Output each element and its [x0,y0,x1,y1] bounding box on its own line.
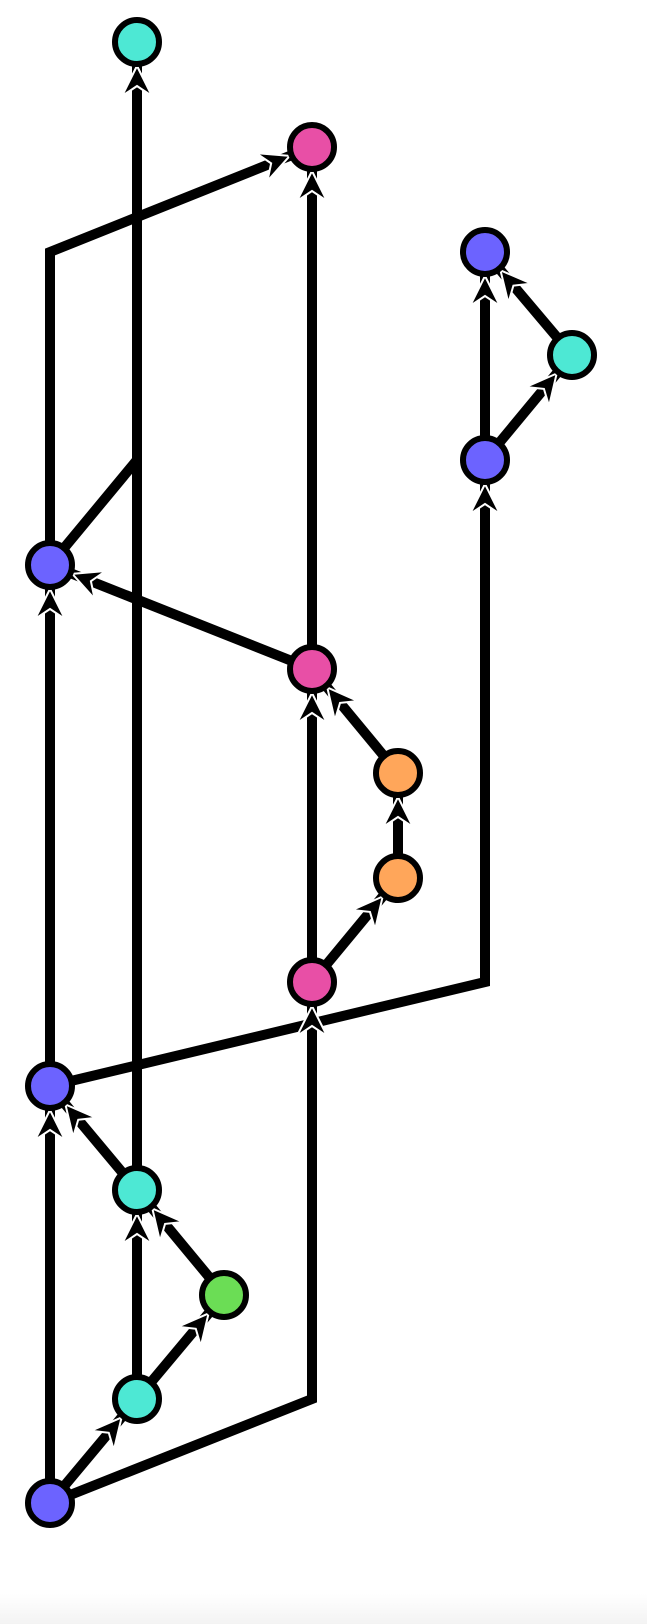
bottom-band [0,1594,647,1624]
nodes [25,17,597,1528]
edge-n11-n5 [48,460,490,1091]
node-teal-n12 [112,1165,162,1215]
edge-n6-n2 [45,142,314,565]
node-pink-n2 [287,122,337,172]
node-pink-n7 [287,644,337,694]
arrowhead-n7-n6 [70,569,110,603]
node-blue-n5 [460,435,510,485]
arrowhead-n12-n11 [63,1102,101,1141]
node-blue-n6 [25,540,75,590]
node-teal-n1 [112,17,162,67]
arrowhead-n7-n2 [294,168,330,204]
arrowhead-n9-n8 [380,794,416,830]
node-orange-n8 [373,748,423,798]
arrowhead-n13-n12 [150,1206,187,1246]
arrowhead-n14-n12 [119,1211,155,1247]
node-teal-n14 [112,1374,162,1424]
arrowhead-n14-n13 [173,1311,211,1350]
arrowheads [32,63,559,1454]
arrowhead-n6-n2 [252,151,292,185]
node-teal-n4 [547,330,597,380]
node-blue-n11 [25,1061,75,1111]
node-orange-n9 [373,853,423,903]
arrowhead-n8-n7 [325,685,362,725]
arrowhead-n10-n9 [348,894,385,934]
arrowhead-n11-n5 [467,481,503,517]
arrowhead-n10-n7 [294,690,330,726]
arrowhead-n15-n11 [32,1107,68,1143]
arrowhead-n5-n3 [467,273,503,309]
arrowhead-n5-n4 [522,371,559,411]
edge-n7-n6 [48,560,314,674]
node-pink-n10 [287,957,337,1007]
arrowhead-n15-n10 [294,1003,330,1039]
arrowhead-n15-n14 [86,1415,124,1454]
node-blue-n15 [25,1478,75,1528]
arrowhead-n4-n3 [499,268,536,307]
edge-n6-n1 [46,42,142,569]
edge-n15-n10 [48,982,317,1508]
node-green-n13 [199,1270,249,1320]
arrowhead-n11-n6 [32,586,68,622]
node-blue-n3 [460,227,510,277]
arrowhead-n6-n1 [119,63,155,99]
